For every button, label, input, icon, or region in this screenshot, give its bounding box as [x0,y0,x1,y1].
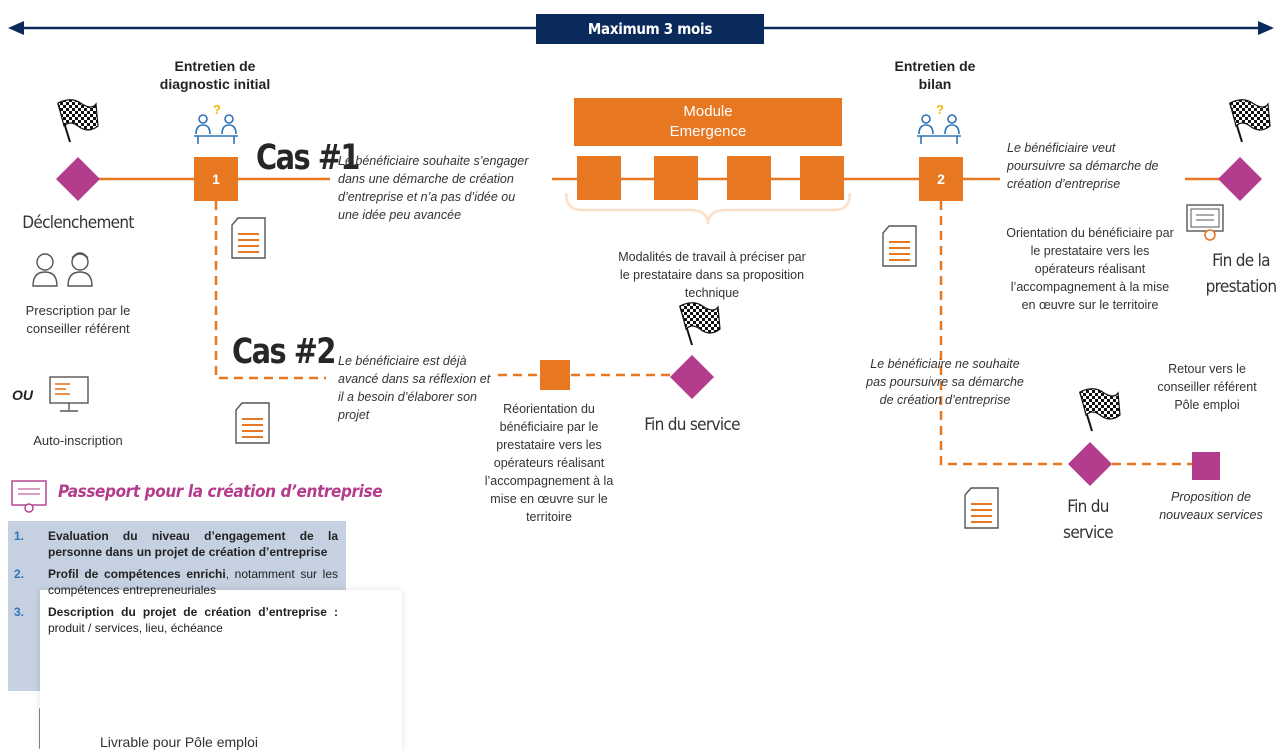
auto-inscription-label: Auto-inscription [33,433,123,448]
passport-item: 2. Profil de compétences enrichi, notamm… [14,566,338,598]
document-icon [235,402,270,444]
cas2-end-label: Fin du service [644,415,740,435]
passport-title: Passeport pour la création d’entreprise [58,482,383,502]
document-icon [231,217,266,259]
orientation-text: Orientation du bénéficiaire par le prest… [1006,226,1174,312]
reorientation-text: Réorientation du bénéficiaire par le pre… [484,402,614,524]
item-number: 1. [14,529,25,543]
certificate-icon [1186,204,1224,241]
meeting-icon-bilan [917,114,961,144]
cas2-description: Le bénéficiaire est déjà avancé dans sa … [338,354,491,422]
cas2-end-diamond [670,355,714,399]
document-icon [964,487,999,529]
advisors-icon [32,252,93,287]
proposition-square [1192,452,1220,480]
step-1-number: 1 [212,171,220,187]
step-2-box: 2 [919,157,963,201]
end-diamond-prestation [1218,157,1262,201]
module-steps [577,156,844,200]
cas2-dashed-path [214,201,672,380]
passport-item: 1. Evaluation du niveau d’engagement de … [14,528,338,560]
end-flag-icon [1229,99,1271,143]
item-rest-text: , notamment sur les compétences entrepre… [48,567,339,597]
module-brace [564,192,852,225]
initial-interview-title: Entretien de diagnostic initial [159,58,271,92]
question-mark-icon: ? [936,102,944,117]
cas2-label: Cas #2 [232,330,336,372]
step-1-box: 1 [194,157,238,201]
bilan-flag-icon [1079,388,1121,432]
livrable-card [40,590,402,751]
prescription-label: Prescription par le conseiller référent [25,303,131,336]
passport-certificate-icon [11,480,47,513]
document-icon [882,225,917,267]
start-label: Déclenchement [22,213,134,233]
bilan-interview-title: Entretien de bilan [894,58,976,92]
livrable-label: Livrable pour Pôle emploi [100,734,258,750]
question-mark-icon: ? [213,102,221,117]
retour-text: Retour vers le conseiller référent Pôle … [1157,362,1257,412]
end-prestation-label: Fin de la prestation [1205,251,1277,297]
module-title: Module Emergence [669,103,747,140]
computer-icon [49,376,89,412]
cas2-flag-icon [679,302,721,346]
item-bold-text: Description du projet de création d’entr… [48,605,338,619]
duration-label: Maximum 3 mois [587,20,713,38]
item-bold-text: Evaluation du niveau d’engagement de la … [48,529,338,559]
item-number: 3. [14,605,25,619]
meeting-icon-initial [194,114,238,144]
passport-list: 1. Evaluation du niveau d’engagement de … [14,528,338,642]
reorientation-square [540,360,570,390]
bilan-end-label: Fin du service [1063,497,1114,543]
start-flag-icon [57,99,99,143]
cas1-label: Cas #1 [256,136,360,178]
passport-item: 3. Description du projet de création d’e… [14,604,338,636]
stop-text: Le bénéficiaire ne souhaite pas poursuiv… [866,357,1024,407]
module-modalites-text: Modalités de travail à préciser par le p… [618,250,806,300]
item-rest-text: produit / services, lieu, échéance [48,621,223,635]
continue-text: Le bénéficiaire veut poursuivre sa démar… [1007,141,1159,191]
module-emergence-box: Module Emergence [574,98,842,146]
proposition-text: Proposition de nouveaux services [1159,490,1263,522]
item-number: 2. [14,567,25,581]
item-bold-text: Profil de compétences enrichi [48,567,226,581]
duration-banner: Maximum 3 mois [536,14,764,44]
cas1-description: Le bénéficiaire souhaite s’engager dans … [338,154,529,222]
bilan-dashed-path [939,201,1195,466]
bilan-end-diamond [1068,442,1112,486]
start-diamond [56,157,100,201]
step-2-number: 2 [937,171,945,187]
or-label: OU [12,387,33,403]
